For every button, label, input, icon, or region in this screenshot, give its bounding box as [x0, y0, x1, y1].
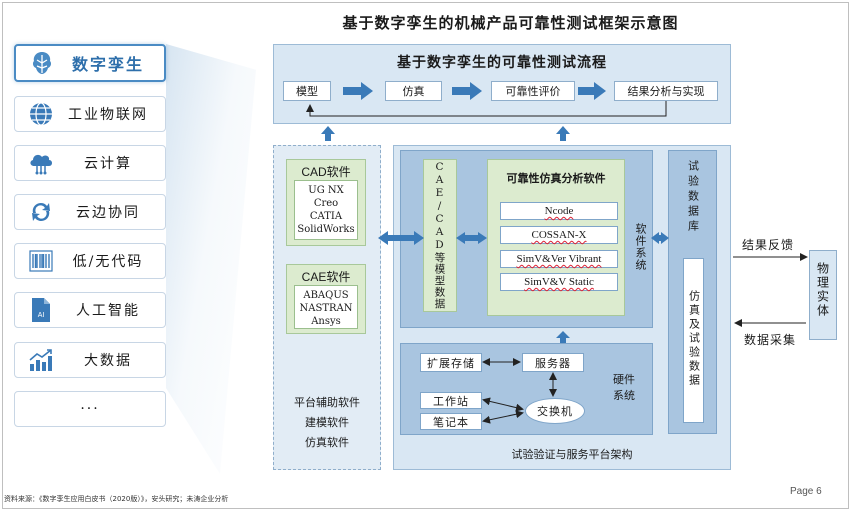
cae-item: Ansys — [311, 316, 341, 327]
cad-software-title: CAD软件 — [301, 165, 351, 179]
cad-item: CATIA — [309, 211, 343, 222]
test-database-label: 试验数据库 — [686, 160, 700, 235]
cae-software-title: CAE软件 — [301, 270, 351, 284]
flow-step-reliability-evaluation: 可靠性评价 — [491, 81, 575, 101]
model-data-box: CAE/CAD等模型数据 — [423, 159, 457, 312]
data-collection-label: 数据采集 — [744, 333, 797, 347]
physical-entity-box — [809, 250, 837, 340]
reliability-item-label: Ncode — [544, 205, 574, 217]
cae-item: ABAQUS — [303, 290, 349, 301]
page-number: Page 6 — [790, 486, 822, 497]
sidebar-item-low-code[interactable]: 低/无代码 — [14, 243, 166, 279]
reliability-item-label: SimV&V Static — [524, 276, 594, 288]
sidebar-item-label: 云边协同 — [76, 205, 140, 221]
sidebar-item-label: 数字孪生 — [71, 55, 144, 74]
hw-workstation: 工作站 — [420, 392, 482, 409]
sidebar-item-more[interactable]: ··· — [14, 391, 166, 427]
reliability-item-ncode: Ncode — [500, 202, 618, 220]
reliability-item-cossan: COSSAN-X — [500, 226, 618, 244]
sim-test-data-label-wrap: 仿真及试验数据 — [683, 290, 704, 388]
globe-network-icon — [21, 99, 61, 129]
hardware-system-label: 硬件系统 — [613, 373, 635, 402]
test-database-label-wrap: 试验数据库 — [668, 160, 717, 235]
reliability-item-label: SimV&Ver Vibrant — [516, 253, 602, 265]
flow-step-simulation: 仿真 — [385, 81, 442, 101]
model-data-label: CAE/CAD等模型数据 — [433, 161, 446, 310]
cad-software-box: CAD软件 UG NX Creo CATIA SolidWorks — [286, 159, 366, 246]
digital-twin-icon — [22, 48, 62, 78]
sidebar-item-ai[interactable]: AI 人工智能 — [14, 292, 166, 328]
cloud-computing-icon — [21, 148, 61, 178]
sim-test-data-label: 仿真及试验数据 — [687, 290, 701, 388]
reliability-item-static: SimV&V Static — [500, 273, 618, 291]
caption-line: 平台辅助软件 — [294, 396, 360, 409]
growth-chart-icon — [21, 345, 61, 375]
sidebar-item-cloud-edge[interactable]: 云边协同 — [14, 194, 166, 230]
physical-entity-label: 物理实体 — [815, 262, 830, 318]
sidebar-item-label: 人工智能 — [76, 303, 140, 319]
cae-software-box: CAE软件 ABAQUS NASTRAN Ansys — [286, 264, 366, 334]
sidebar-item-label: 大数据 — [84, 353, 132, 369]
sidebar-item-label: 工业物联网 — [68, 107, 148, 123]
reliability-item-vibrant: SimV&Ver Vibrant — [500, 250, 618, 268]
hw-extended-storage: 扩展存储 — [420, 353, 482, 372]
platform-main-caption: 试验验证与服务平台架构 — [511, 448, 633, 461]
sidebar-item-label: ··· — [80, 401, 100, 417]
sidebar-item-label: 低/无代码 — [72, 254, 144, 270]
cad-item: UG NX — [308, 185, 344, 196]
flow-step-model: 模型 — [283, 81, 331, 101]
sim-test-data-box — [683, 258, 704, 423]
physical-entity-label-wrap: 物理实体 — [809, 262, 837, 318]
software-system-label-wrap: 软件系统 — [632, 212, 648, 282]
hw-switch: 交换机 — [525, 398, 585, 424]
ai-document-icon: AI — [21, 295, 61, 325]
sidebar-item-label: 云计算 — [84, 156, 132, 172]
hw-laptop: 笔记本 — [420, 413, 482, 430]
sidebar-item-digital-twin[interactable]: 数字孪生 — [14, 44, 166, 82]
caption-line: 仿真软件 — [305, 436, 349, 449]
footer-source: 资料来源：《数字孪生应用白皮书（2020版）》，安头研究；未涛企业分析 — [4, 495, 229, 503]
page-title: 基于数字孪生的机械产品可靠性测试框架示意图 — [342, 14, 679, 32]
cae-software-list: ABAQUS NASTRAN Ansys — [294, 285, 358, 329]
cae-item: NASTRAN — [299, 303, 353, 314]
software-system-label: 软件系统 — [634, 223, 647, 271]
barcode-icon — [21, 246, 61, 276]
sync-arrows-icon — [21, 197, 61, 227]
feedback-label: 结果反馈 — [742, 238, 795, 252]
sidebar-item-cloud-computing[interactable]: 云计算 — [14, 145, 166, 181]
flow-title: 基于数字孪生的可靠性测试流程 — [397, 55, 607, 71]
reliability-item-label: COSSAN-X — [531, 229, 587, 241]
hw-server: 服务器 — [522, 353, 584, 372]
svg-text:AI: AI — [38, 312, 45, 319]
cad-software-list: UG NX Creo CATIA SolidWorks — [294, 180, 358, 240]
sidebar-item-industrial-iot[interactable]: 工业物联网 — [14, 96, 166, 132]
sidebar-item-big-data[interactable]: 大数据 — [14, 342, 166, 378]
flow-step-result-analysis: 结果分析与实现 — [614, 81, 718, 101]
caption-line: 建模软件 — [305, 416, 349, 429]
reliability-software-title: 可靠性仿真分析软件 — [506, 172, 606, 185]
cad-item: Creo — [313, 198, 339, 209]
cad-item: SolidWorks — [297, 224, 355, 235]
platform-left-caption: 平台辅助软件 建模软件 仿真软件 — [273, 393, 381, 453]
